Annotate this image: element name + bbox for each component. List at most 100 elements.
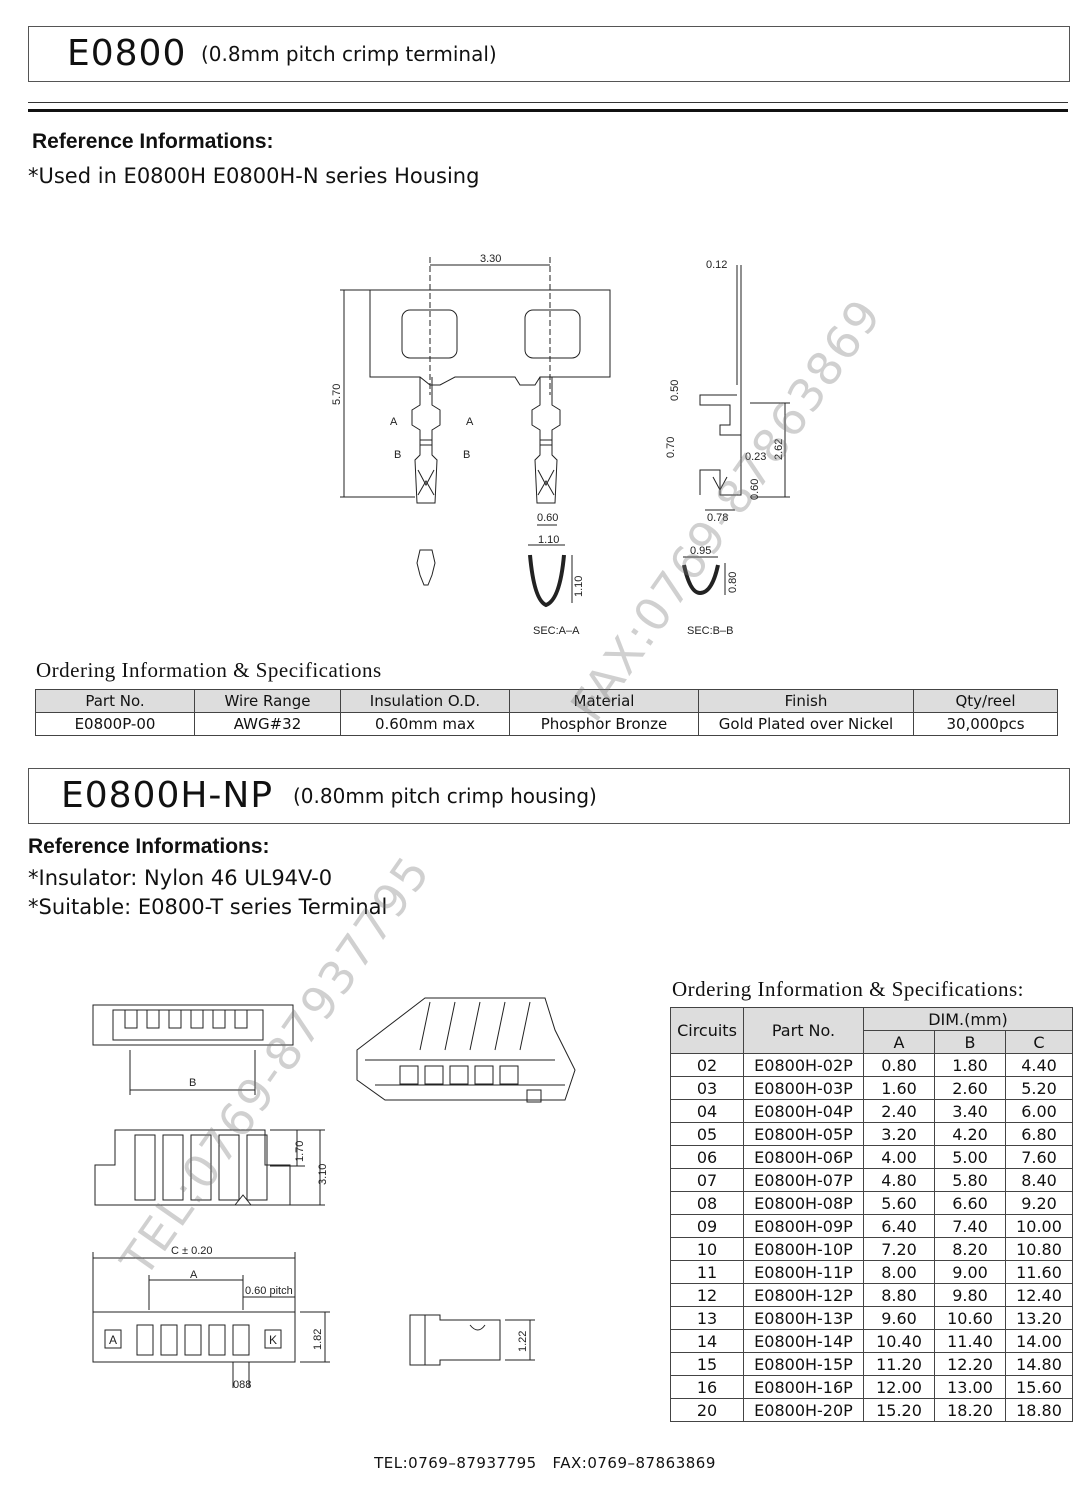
section1-subtitle: (0.8mm pitch crimp terminal) (201, 42, 497, 66)
table-cell: E0800H-11P (743, 1260, 864, 1284)
dim-b-label: B (189, 1077, 196, 1089)
dim-170-label: 1.70 (294, 1141, 306, 1162)
dim-110a-label: 1.10 (538, 534, 559, 546)
spec-header-cell: Finish (698, 689, 914, 713)
table-cell: 10.80 (1005, 1237, 1073, 1261)
table-cell: 06 (670, 1145, 744, 1169)
table-cell: 4.40 (1005, 1053, 1073, 1077)
table-cell: 4.80 (863, 1168, 935, 1192)
table-cell: E0800H-16P (743, 1375, 864, 1399)
table-cell: E0800H-06P (743, 1145, 864, 1169)
table-cell: 04 (670, 1099, 744, 1123)
table-cell: 10.60 (934, 1306, 1006, 1330)
dim-subheader-row: A B C (671, 1030, 1073, 1054)
divider-thick (28, 109, 1068, 112)
section1-note: *Used in E0800H E0800H-N series Housing (28, 164, 480, 188)
table-cell: 14.80 (1005, 1352, 1073, 1376)
spec-data-row: E0800P-00 AWG#32 0.60mm max Phosphor Bro… (35, 712, 1058, 736)
table-cell: 12.40 (1005, 1283, 1073, 1307)
dim-088-label: 088 (233, 1379, 251, 1391)
dim-262-label: 2.62 (773, 439, 785, 460)
table-cell: 13.20 (1005, 1306, 1073, 1330)
table-cell: 11.40 (934, 1329, 1006, 1353)
table-cell: 05 (670, 1122, 744, 1146)
spec-cell: 30,000pcs (913, 712, 1058, 736)
table-cell: E0800H-04P (743, 1099, 864, 1123)
table-cell: 10.00 (1005, 1214, 1073, 1238)
table-cell: 3.20 (863, 1122, 935, 1146)
dim-header-row: Circuits Part No. DIM.(mm) (670, 1007, 1073, 1054)
dim-header-part: Part No. (743, 1007, 864, 1054)
table-cell: 2.40 (863, 1099, 935, 1123)
dim-570-label: 5.70 (331, 384, 343, 405)
dim-080-label: 0.80 (727, 572, 739, 593)
dim-c-label: C ± 0.20 (171, 1245, 213, 1257)
dim-110b-label: 1.10 (573, 576, 585, 597)
label-a-right: A (466, 416, 474, 428)
section1-code: E0800 (67, 33, 187, 74)
dim-095-label: 0.95 (690, 545, 711, 557)
table-cell: 8.80 (863, 1283, 935, 1307)
section1-title-box: E0800 (0.8mm pitch crimp terminal) (28, 26, 1070, 82)
table-cell: 12.00 (863, 1375, 935, 1399)
table-cell: 18.80 (1005, 1398, 1073, 1422)
table-cell: 11.20 (863, 1352, 935, 1376)
table-cell: 7.60 (1005, 1145, 1073, 1169)
dim-pitch-label: 0.60 pitch (245, 1285, 293, 1297)
table-cell: 10.40 (863, 1329, 935, 1353)
dim-012-label: 0.12 (706, 259, 727, 271)
spec-header-cell: Qty/reel (913, 689, 1058, 713)
table-cell: E0800H-02P (743, 1053, 864, 1077)
table-cell: 08 (670, 1191, 744, 1215)
table-cell: 8.00 (863, 1260, 935, 1284)
table-cell: 5.80 (934, 1168, 1006, 1192)
section2-note1: *Insulator: Nylon 46 UL94V-0 (28, 866, 333, 890)
dim-header-b: B (934, 1030, 1006, 1054)
table-cell: 13 (670, 1306, 744, 1330)
table-cell: E0800H-10P (743, 1237, 864, 1261)
table-cell: 6.00 (1005, 1099, 1073, 1123)
table-cell: 12 (670, 1283, 744, 1307)
table-cell: 7.40 (934, 1214, 1006, 1238)
table-cell: 5.20 (1005, 1076, 1073, 1100)
table-cell: 1.80 (934, 1053, 1006, 1077)
section2-ref-heading: Reference Informations: (28, 835, 270, 858)
section2-title-box: E0800H-NP (0.80mm pitch crimp housing) (28, 768, 1070, 824)
table-cell: 20 (670, 1398, 744, 1422)
dim-header-dim: DIM.(mm) (863, 1007, 1073, 1031)
dim-078-label: 0.78 (707, 512, 728, 524)
table-cell: 4.00 (863, 1145, 935, 1169)
table-cell: 14.00 (1005, 1329, 1073, 1353)
table-cell: 10 (670, 1237, 744, 1261)
dim-023-label: 0.23 (745, 451, 766, 463)
spec-cell: Phosphor Bronze (509, 712, 699, 736)
spec-cell: AWG#32 (194, 712, 341, 736)
section1-ref-heading: Reference Informations: (32, 130, 274, 153)
table-cell: 9.00 (934, 1260, 1006, 1284)
label-a-left: A (390, 416, 398, 428)
table-cell: 15 (670, 1352, 744, 1376)
divider-thin (28, 102, 1068, 103)
spec-header-cell: Wire Range (194, 689, 341, 713)
table-cell: 02 (670, 1053, 744, 1077)
spec-cell: Gold Plated over Nickel (698, 712, 914, 736)
table-cell: 0.80 (863, 1053, 935, 1077)
dim-182-label: 1.82 (312, 1329, 324, 1350)
table-cell: 8.40 (1005, 1168, 1073, 1192)
spec-header-row: Part No. Wire Range Insulation O.D. Mate… (35, 689, 1058, 713)
table-cell: E0800H-03P (743, 1076, 864, 1100)
table-cell: 1.60 (863, 1076, 935, 1100)
spec-cell: E0800P-00 (35, 712, 195, 736)
